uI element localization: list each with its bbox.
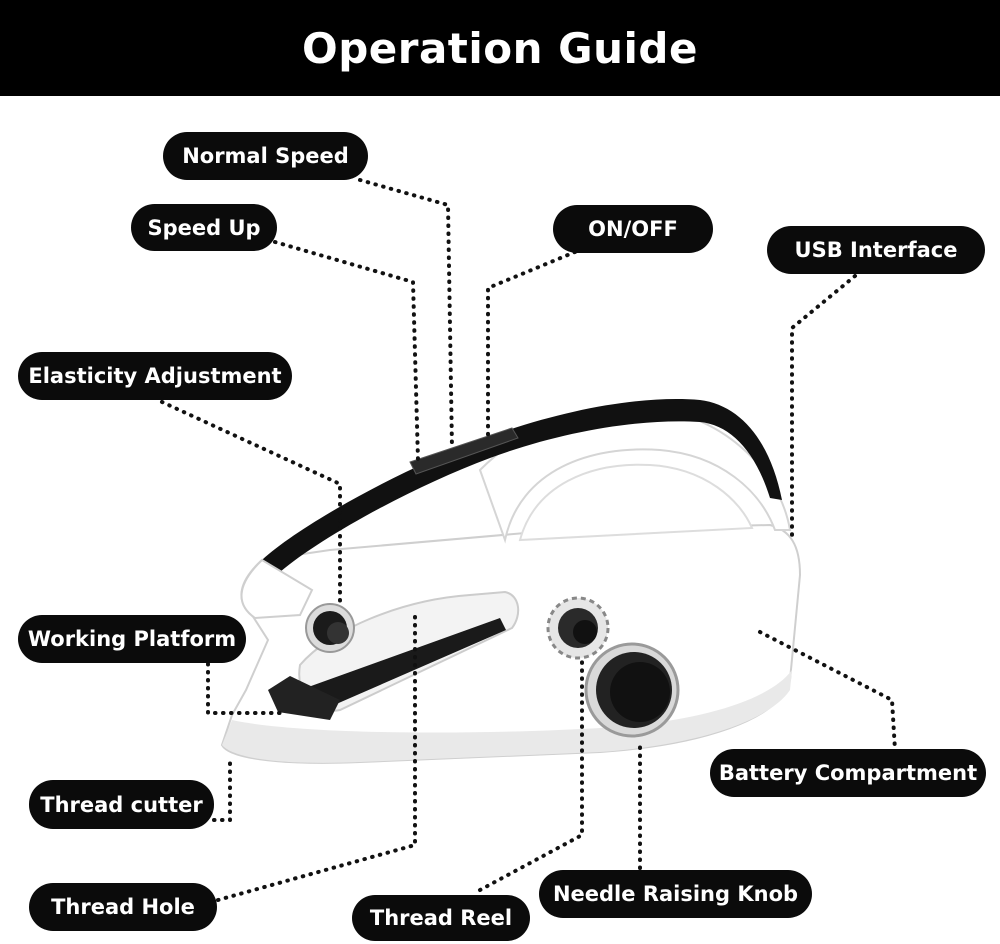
label-battery-compartment: Battery Compartment — [710, 749, 986, 797]
presser-foot — [268, 676, 340, 720]
leader-lines — [160, 178, 897, 902]
leader-speed-up — [273, 240, 420, 462]
label-working-platform: Working Platform — [18, 615, 246, 663]
thread-reel-spool — [546, 596, 610, 660]
label-needle-raising-knob-text: Needle Raising Knob — [552, 882, 799, 906]
leader-usb-interface — [790, 274, 857, 542]
label-thread-hole-text: Thread Hole — [51, 895, 195, 919]
handle-grip-opening — [518, 463, 754, 542]
label-thread-cutter: Thread cutter — [29, 780, 214, 829]
leader-battery-compartment — [758, 630, 897, 752]
leader-normal-speed — [358, 178, 454, 450]
front-cap — [240, 558, 314, 620]
label-normal-speed-text: Normal Speed — [182, 144, 349, 168]
label-thread-hole: Thread Hole — [29, 883, 217, 931]
label-normal-speed: Normal Speed — [163, 132, 368, 180]
label-speed-up-text: Speed Up — [147, 215, 261, 240]
label-on-off-text: ON/OFF — [588, 217, 678, 241]
label-working-platform-text: Working Platform — [27, 627, 237, 651]
label-battery-compartment-text: Battery Compartment — [718, 761, 978, 785]
label-thread-reel: Thread Reel — [352, 895, 530, 941]
needle-raising-knob-dial — [584, 642, 680, 738]
leader-thread-hole — [216, 608, 417, 902]
title-banner: Operation Guide — [0, 0, 1000, 96]
label-needle-raising-knob: Needle Raising Knob — [539, 870, 812, 918]
leader-thread-cutter — [212, 758, 232, 822]
label-speed-up: Speed Up — [131, 204, 277, 251]
label-thread-reel-text: Thread Reel — [369, 906, 513, 930]
sewing-machine-illustration — [220, 399, 802, 764]
leader-elasticity-adjustment — [160, 400, 342, 610]
label-on-off: ON/OFF — [553, 205, 713, 253]
page-title: Operation Guide — [302, 23, 698, 73]
leader-thread-reel — [478, 653, 584, 892]
label-elasticity-adjustment-text: Elasticity Adjustment — [28, 364, 282, 388]
machine-lower-shade — [222, 670, 792, 763]
leader-on-off — [486, 250, 577, 437]
label-usb-interface: USB Interface — [767, 226, 985, 274]
label-usb-interface-text: USB Interface — [794, 238, 958, 262]
machine-top-trim — [262, 399, 782, 572]
label-elasticity-adjustment: Elasticity Adjustment — [18, 352, 292, 400]
leader-working-platform — [206, 662, 282, 715]
label-thread-cutter-text: Thread cutter — [40, 792, 203, 817]
guide-bar — [300, 618, 506, 712]
elasticity-knob — [305, 603, 355, 653]
control-panel — [409, 427, 519, 475]
